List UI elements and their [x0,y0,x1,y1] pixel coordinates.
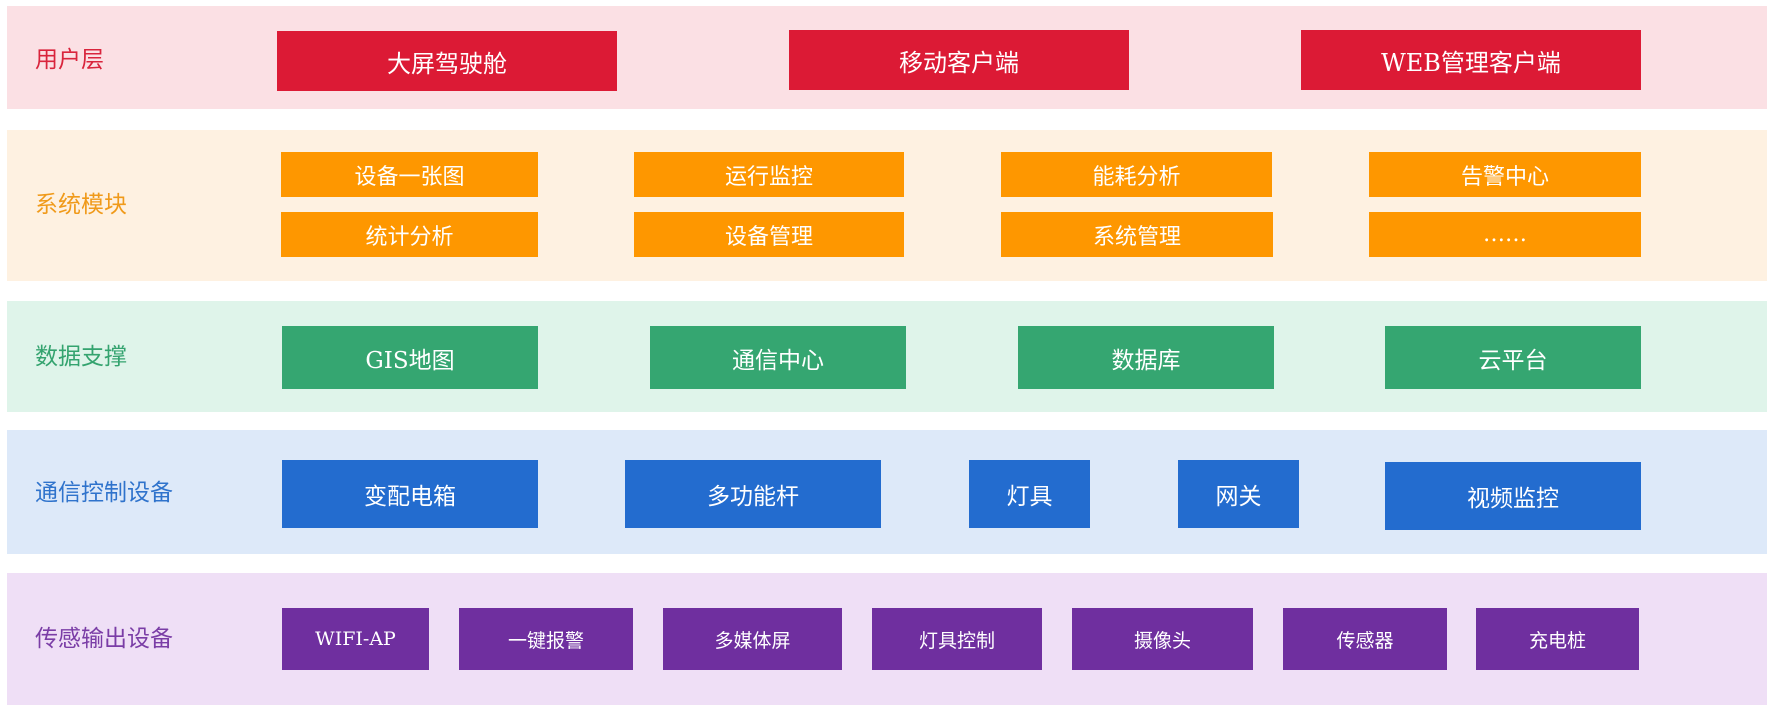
data-box-gis: GIS地图 [282,326,538,389]
comm-box-distribution: 变配电箱 [282,460,538,528]
layer-data: 数据支撑 GIS地图 通信中心 数据库 云平台 [7,301,1767,412]
sensor-box-wifi: WIFI-AP [282,608,429,670]
sensor-box-charger: 充电桩 [1476,608,1639,670]
module-box-alarm: 告警中心 [1369,152,1641,197]
user-box-mobile: 移动客户端 [789,30,1129,90]
module-box-run-monitor: 运行监控 [634,152,904,197]
module-box-system-mgmt: 系统管理 [1001,212,1273,257]
layer-label-sensor-output: 传感输出设备 [35,626,173,652]
layer-user: 用户层 大屏驾驶舱 移动客户端 WEB管理客户端 [7,6,1767,109]
sensor-box-alarm: 一键报警 [459,608,633,670]
data-box-comm-center: 通信中心 [650,326,906,389]
module-box-device-mgmt: 设备管理 [634,212,904,257]
sensor-box-sensor: 传感器 [1283,608,1447,670]
user-box-cockpit: 大屏驾驶舱 [277,31,617,91]
comm-box-smart-pole: 多功能杆 [625,460,881,528]
layer-modules: 系统模块 设备一张图 运行监控 能耗分析 告警中心 统计分析 设备管理 系统管理… [7,130,1767,281]
sensor-box-camera: 摄像头 [1072,608,1253,670]
layer-sensor-output: 传感输出设备 WIFI-AP 一键报警 多媒体屏 灯具控制 摄像头 传感器 充电… [7,573,1767,705]
sensor-box-media-screen: 多媒体屏 [663,608,842,670]
module-box-statistics: 统计分析 [281,212,538,257]
data-box-cloud: 云平台 [1385,326,1641,389]
comm-box-lamp: 灯具 [969,460,1090,528]
user-box-web: WEB管理客户端 [1301,30,1641,90]
layer-label-data: 数据支撑 [35,344,127,370]
layer-comm-control: 通信控制设备 变配电箱 多功能杆 灯具 网关 视频监控 [7,430,1767,554]
module-box-energy: 能耗分析 [1001,152,1272,197]
comm-box-gateway: 网关 [1178,460,1299,528]
layer-label-user: 用户层 [35,47,104,73]
comm-box-video: 视频监控 [1385,462,1641,530]
layer-label-comm-control: 通信控制设备 [35,480,173,506]
data-box-database: 数据库 [1018,326,1274,389]
layer-label-modules: 系统模块 [35,192,127,218]
sensor-box-lamp-control: 灯具控制 [872,608,1042,670]
module-box-more: …… [1369,212,1641,257]
module-box-device-map: 设备一张图 [281,152,538,197]
